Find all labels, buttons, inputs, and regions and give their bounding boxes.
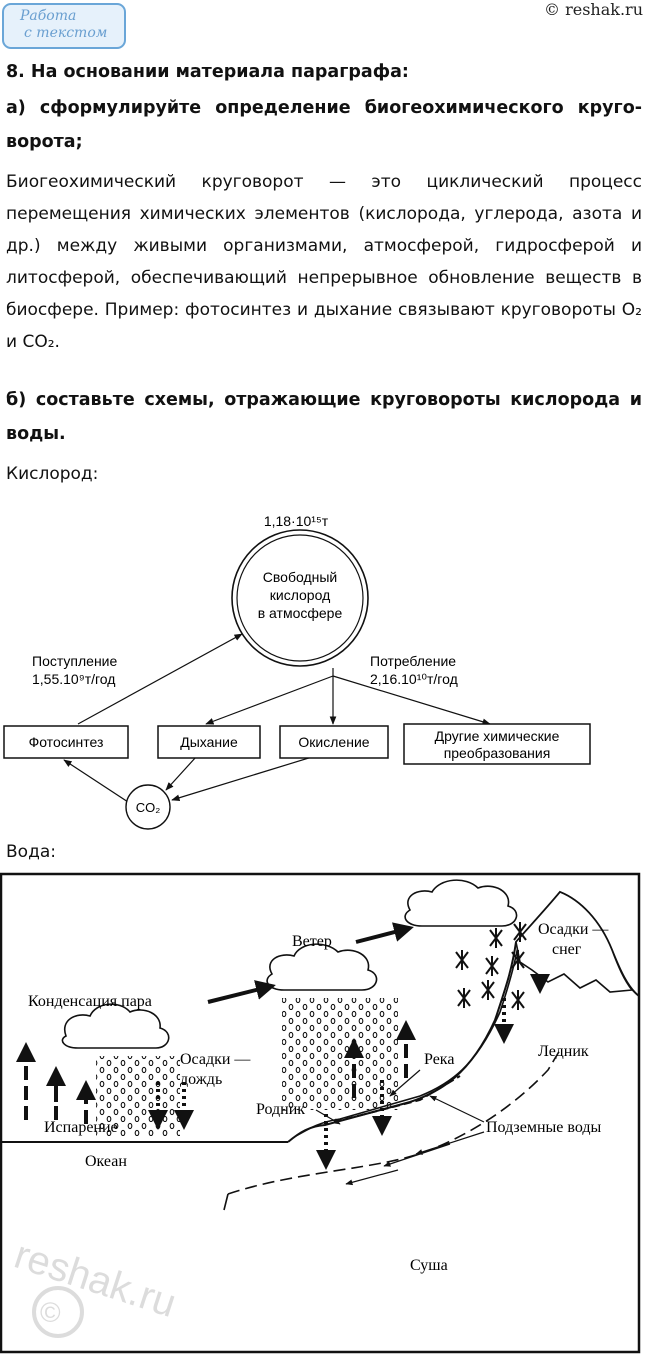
river-bank [295, 945, 519, 1137]
evaporation-arrows [15, 1020, 416, 1124]
condensation-label: Конденсация пара [28, 993, 152, 1010]
groundwater-label: Подземные воды [486, 1119, 602, 1136]
respiration-to-co2-arrow [165, 756, 197, 791]
to-other-arrow [332, 675, 491, 726]
task-b-line2: воды. [6, 424, 66, 444]
work-with-text-badge: Работа с текстом [2, 3, 126, 49]
snowflakes [455, 922, 527, 1010]
photosynthesis-label: Фотосинтез [29, 734, 104, 750]
answer-line: перемещения химических элементов (кислор… [6, 204, 642, 224]
groundwater-flow-arrow [383, 1143, 451, 1167]
consumption-value: 2,16.10¹⁰т/год [370, 671, 458, 687]
to-respiration-arrow [205, 675, 334, 725]
precipitation-arrows [148, 974, 550, 1170]
water-cycle-diagram: Океан Ледник Суша Река Родник Подземные … [0, 872, 641, 1354]
other-label-line: Другие химические [435, 728, 560, 744]
task-title: 8. На основании материала параграфа: [6, 62, 409, 82]
wind-arrow [355, 922, 414, 944]
groundwater-pointer [429, 1095, 485, 1123]
glacier-shape [515, 891, 634, 993]
oxygen-cycle-diagram: 1,18·10¹⁵т Свободный кислород в атмосфер… [3, 513, 591, 830]
atmosphere-oxygen-circle: Свободный кислород в атмосфере [231, 529, 369, 667]
circle-line: Свободный [263, 569, 337, 585]
intake-arrow [77, 633, 243, 725]
water-label: Вода: [6, 842, 56, 862]
ocean-label: Океан [85, 1153, 127, 1170]
rain-drops-center [282, 998, 398, 1110]
intake-value: 1,55.10⁹т/год [32, 671, 115, 687]
task-b-line1: б) составьте схемы, отражающие круговоро… [6, 390, 642, 410]
oxygen-label: Кислород: [6, 464, 99, 484]
snow-label-line: снег [552, 941, 582, 958]
rain-label-line: дождь [180, 1071, 222, 1088]
consumption-label: Потребление [370, 653, 456, 669]
co2-to-photosynthesis-arrow [63, 759, 129, 803]
circle-line: кислород [270, 587, 331, 603]
photosynthesis-box: Фотосинтез [3, 725, 129, 759]
co2-label: CO₂ [136, 800, 161, 815]
snow-cloud [404, 879, 518, 927]
circle-line: в атмосфере [258, 605, 343, 621]
other-label-line: преобразования [444, 745, 551, 761]
oxidation-to-co2-arrow [171, 756, 313, 801]
land-label: Суша [410, 1257, 448, 1274]
answer-line: Биогеохимический круговорот — это циклич… [6, 172, 642, 192]
answer-line: биосфере. Пример: фотосинтез и дыхание с… [6, 300, 642, 320]
respiration-label: Дыхание [180, 734, 238, 750]
answer-paragraph: Биогеохимический круговорот — это циклич… [6, 166, 642, 358]
snow-label-line: Осадки — [538, 921, 609, 938]
rain-label-line: Осадки — [180, 1051, 251, 1068]
rain-cloud-center [266, 943, 378, 991]
answer-line: др.) между живыми организмами, атмосферо… [6, 236, 642, 256]
task-a-line2: ворота; [6, 132, 83, 152]
groundwater-flow-arrow [345, 1169, 399, 1186]
answer-line: и CO₂. [6, 332, 60, 352]
respiration-box: Дыхание [157, 725, 261, 759]
co2-circle: CO₂ [125, 784, 171, 830]
river-flow [333, 1075, 461, 1123]
evaporation-label: Испарение [44, 1119, 118, 1136]
other-transformations-box: Другие химические преобразования [403, 723, 591, 765]
oxygen-mass: 1,18·10¹⁵т [264, 513, 329, 529]
river-label: Река [424, 1051, 454, 1068]
watermark-c: © [40, 1297, 61, 1328]
oxidation-label: Окисление [298, 734, 369, 750]
glacier-label: Ледник [538, 1043, 589, 1060]
groundwater-edge [223, 1193, 229, 1211]
answer-line: литосферой, обеспечивающий непрерывное о… [6, 268, 642, 288]
task-a-line1: а) сформулируйте определение биогеохимич… [6, 98, 642, 118]
condensation-arrow [207, 980, 276, 1004]
rain-cloud-left [61, 1003, 170, 1049]
site-credit: © reshak.ru [544, 0, 643, 19]
badge-line-1: Работа [20, 8, 77, 24]
intake-label: Поступление [32, 653, 118, 669]
wind-label: Ветер [292, 933, 332, 950]
oxidation-box: Окисление [279, 725, 389, 759]
groundwater-pointer [415, 1131, 485, 1155]
badge-line-2: с текстом [24, 25, 108, 41]
